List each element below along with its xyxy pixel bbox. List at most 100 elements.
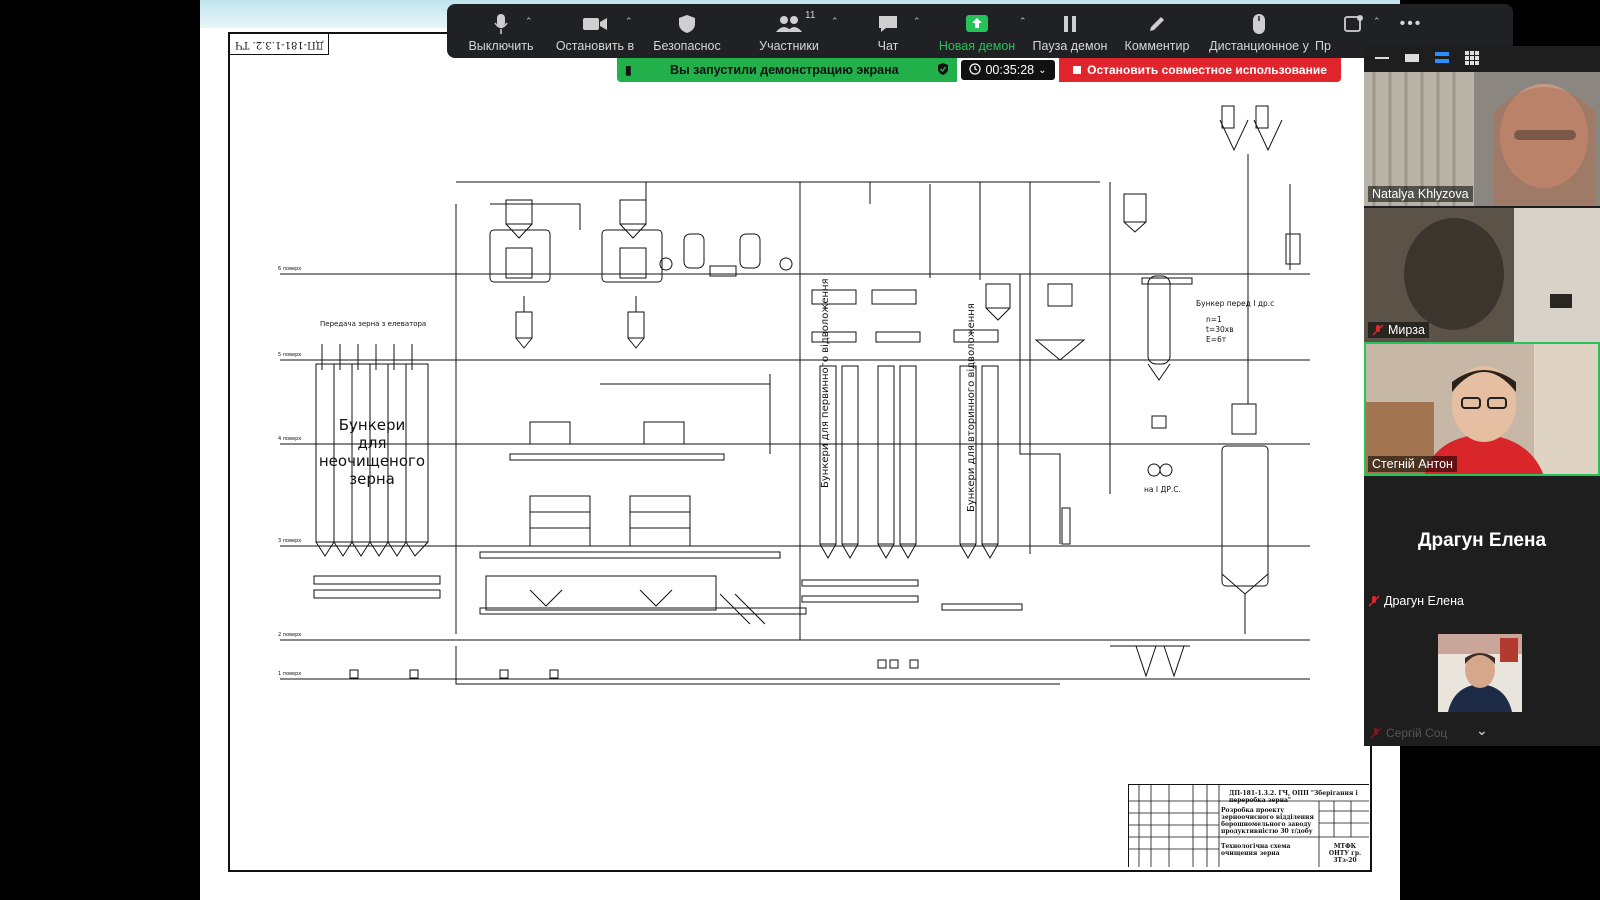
sharing-timer[interactable]: 00:35:28 ⌄ — [961, 60, 1055, 80]
participant-name: Драгун Елена — [1368, 594, 1464, 608]
security-button[interactable]: Безопаснос — [643, 4, 731, 58]
apps-icon — [1343, 12, 1365, 36]
muted-mic-icon — [1368, 595, 1380, 607]
floor-6: 6 поверх — [278, 266, 301, 272]
stop-video-label: Остановить в — [555, 39, 635, 53]
pause-share-button[interactable]: Пауза демон — [1025, 4, 1115, 58]
muted-mic-icon — [1370, 727, 1382, 739]
grip-icon[interactable]: ▮ — [625, 63, 632, 77]
participant-video — [1364, 72, 1600, 206]
floor-1: 1 поверх — [278, 671, 301, 677]
chevron-up-icon[interactable]: ⌃ — [1019, 16, 1027, 26]
meeting-toolbar: Выключить ⌃ Остановить в ⌃ Безопаснос Уч… — [447, 4, 1513, 58]
participant-name: Сергій Соц — [1370, 726, 1447, 740]
sheet-code-stamp: ДП-181-1.3.2. ТЧ — [230, 34, 329, 55]
chevron-down-icon[interactable]: ⌄ — [1476, 722, 1488, 738]
raw-bunker-word-1: Бункери — [339, 416, 406, 434]
secondary-bunker-label: Бункери для вторинного відволоження — [965, 303, 977, 512]
chevron-up-icon[interactable]: ⌃ — [1373, 16, 1381, 26]
minimize-icon[interactable] — [1372, 50, 1392, 66]
microphone-icon — [493, 12, 509, 36]
speaker-view-icon[interactable] — [1432, 50, 1452, 66]
participants-count: 11 — [805, 10, 816, 21]
floor-2: 2 поверх — [278, 632, 301, 638]
remote-control-button[interactable]: Дистанционное у — [1199, 4, 1319, 58]
gallery-view-icon[interactable] — [1462, 50, 1482, 66]
more-apps-label: Пр — [1315, 39, 1331, 53]
bunker-spec-2: t=30хв — [1206, 325, 1234, 334]
stop-sharing-label: Остановить совместное использование — [1087, 63, 1327, 77]
stop-square-icon — [1073, 66, 1082, 74]
pencil-icon — [1147, 12, 1167, 36]
share-screen-icon — [965, 12, 989, 36]
raw-bunker-word-2: для — [358, 434, 387, 452]
timer-value: 00:35:28 — [985, 63, 1035, 77]
title-block-grid — [1129, 785, 1369, 867]
title-project: Розробка проекту зерноочисного відділенн… — [1221, 807, 1314, 835]
participant-video — [1364, 208, 1600, 342]
pause-share-label: Пауза демон — [1032, 39, 1108, 53]
participant-video — [1438, 634, 1522, 712]
sharing-status[interactable]: ▮ Вы запустили демонстрацию экрана — [617, 58, 957, 82]
sharing-message: Вы запустили демонстрацию экрана — [669, 63, 899, 77]
video-camera-icon — [582, 12, 608, 36]
participant-tile-natalya[interactable]: Natalya Khlyzova — [1364, 72, 1600, 206]
title-doc-code: ДП-181-1.3.2. ГЧ, ОПП "Зберігання і пере… — [1229, 790, 1358, 804]
bunker-spec-3: E=6т — [1206, 335, 1227, 344]
new-share-button[interactable]: Новая демон ⌃ — [929, 4, 1027, 58]
participants-button[interactable]: Участники 11 ⌃ — [731, 4, 847, 58]
chat-bubble-icon — [877, 12, 899, 36]
mute-button[interactable]: Выключить ⌃ — [455, 4, 547, 58]
raw-bunker-word-4: зерна — [349, 470, 395, 488]
thumbnail-view-icon[interactable] — [1402, 50, 1422, 66]
floor-4: 4 поверх — [278, 436, 301, 442]
title-block: ДП-181-1.3.2. ГЧ, ОПП "Зберігання і пере… — [1128, 784, 1369, 867]
shared-screen: ДП-181-1.3.2. ТЧ — [200, 0, 1400, 900]
participants-label: Участники — [759, 39, 819, 53]
more-button[interactable]: ••• — [1389, 4, 1433, 58]
shield-check-icon — [937, 62, 949, 79]
new-share-label: Новая демон — [938, 39, 1016, 53]
chat-button[interactable]: Чат ⌃ — [847, 4, 929, 58]
chevron-up-icon[interactable]: ⌃ — [525, 16, 533, 26]
more-dots-icon: ••• — [1399, 15, 1423, 32]
shield-icon — [678, 12, 696, 36]
sharing-banner: ▮ Вы запустили демонстрацию экрана 00:35… — [617, 58, 1341, 82]
process-diagram: Передача зерна з елеватора Бункери для н… — [278, 105, 1310, 685]
muted-mic-icon — [1372, 324, 1384, 336]
annotate-button[interactable]: Комментир — [1115, 4, 1199, 58]
bunker-before-label: Бункер перед І др.с — [1196, 299, 1274, 308]
clock-icon — [969, 62, 982, 78]
raw-bunker-word-3: неочищеного — [319, 452, 425, 470]
participant-tile-sots[interactable]: Сергій Соц ⌄ — [1364, 614, 1600, 746]
title-scheme: Технологічна схема очищення зерна — [1221, 843, 1291, 857]
chevron-up-icon[interactable]: ⌃ — [913, 16, 921, 26]
chevron-down-icon: ⌄ — [1038, 64, 1047, 76]
participant-tile-dragun[interactable]: Драгун Елена Драгун Елена — [1364, 482, 1600, 614]
participant-name: Natalya Khlyzova — [1368, 186, 1473, 202]
chat-label: Чат — [877, 39, 899, 53]
participant-tile-mirza[interactable]: Мирза — [1364, 208, 1600, 342]
participant-tile-anton[interactable]: Стегній Антон — [1364, 342, 1600, 476]
chevron-up-icon[interactable]: ⌃ — [831, 16, 839, 26]
floor-5: 5 поверх — [278, 352, 301, 358]
participant-display-name: Драгун Елена — [1417, 530, 1547, 551]
more-apps-button[interactable]: Пр ⌃ — [1315, 4, 1389, 58]
stop-video-button[interactable]: Остановить в ⌃ — [547, 4, 643, 58]
bunker-spec-1: n=1 — [1206, 315, 1222, 324]
remote-control-label: Дистанционное у — [1209, 39, 1309, 53]
title-org: МТФК ОНТУ гр. 3Тз-20 — [1328, 843, 1362, 864]
participants-icon — [775, 12, 803, 36]
primary-bunker-label: Бункери для первинного відволоження — [819, 278, 831, 488]
participant-video — [1364, 342, 1600, 476]
mouse-icon — [1251, 12, 1267, 36]
view-switcher — [1372, 50, 1482, 66]
participant-name: Стегній Антон — [1368, 456, 1457, 472]
raw-bunkers-group — [313, 344, 441, 599]
to-first-label: на І ДР.С. — [1144, 485, 1181, 494]
mute-label: Выключить — [468, 39, 534, 53]
floor-3: 3 поверх — [278, 538, 301, 544]
annotate-label: Комментир — [1124, 39, 1190, 53]
stop-sharing-button[interactable]: Остановить совместное использование — [1059, 58, 1341, 82]
chevron-up-icon[interactable]: ⌃ — [625, 16, 633, 26]
